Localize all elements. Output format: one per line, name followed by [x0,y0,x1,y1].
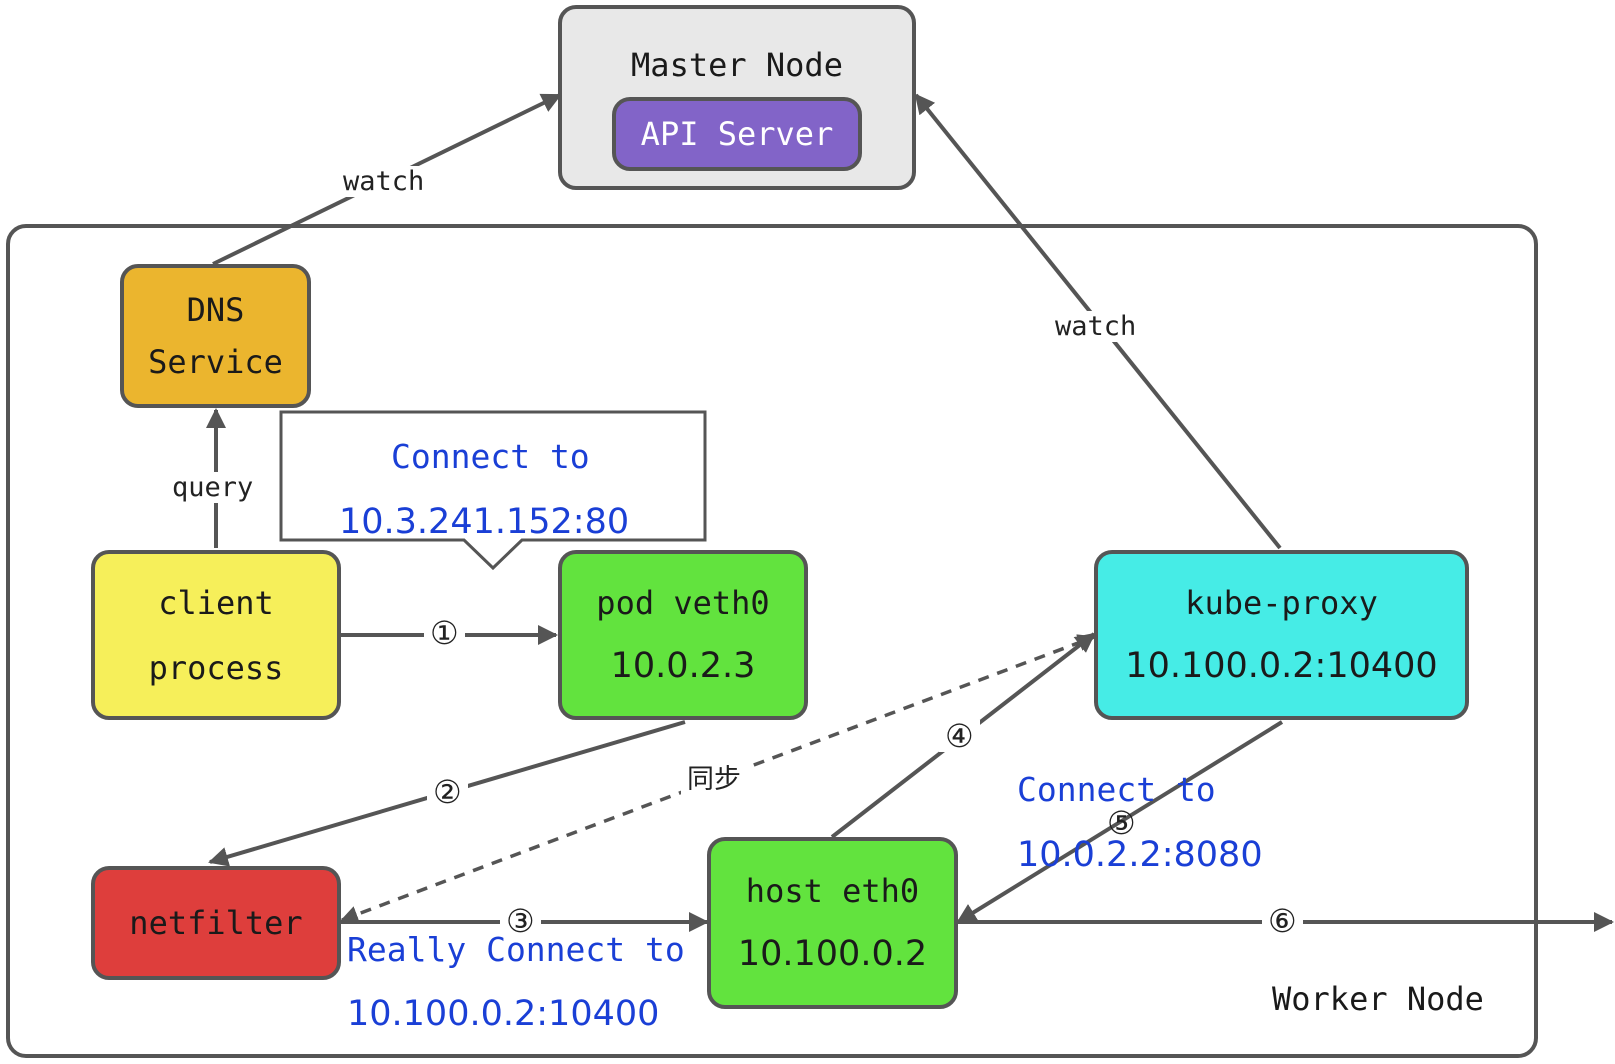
kube-proxy-node: kube-proxy 10.100.0.2:10400 [1094,550,1469,720]
step-6-marker: ⑥ [1262,905,1303,937]
really-connect-line1: Really Connect to [347,930,685,969]
kube-proxy-label: kube-proxy [1185,583,1378,622]
connect-pod-line2: 10.0.2.2:8080 [1017,835,1263,875]
dns-label: DNS [186,291,245,329]
step-5-marker: ⑤ [1107,804,1136,842]
pod-veth0-label: pod veth0 [596,583,770,622]
sync-label: 同步 [681,764,747,795]
host-eth0-node: host eth0 10.100.0.2 [707,837,958,1009]
step-2-marker: ② [427,776,468,808]
worker-node-frame [6,224,1538,1058]
pod-veth0-node: pod veth0 10.0.2.3 [558,550,808,720]
worker-node-title: Worker Node [1272,980,1484,1018]
step-4-marker: ④ [939,720,980,752]
dns-service-label: Service [148,343,283,381]
netfilter-label: netfilter [129,904,303,942]
watch-label-proxy: watch [1049,311,1143,342]
watch-label-dns: watch [337,166,431,197]
callout-bubble [279,410,707,571]
query-label: query [166,472,260,503]
master-node: Master Node API Server [558,5,916,190]
api-server-box: API Server [612,97,862,171]
client-process-node: client process [91,550,341,720]
pod-ip-label: 10.0.2.3 [610,645,756,686]
really-connect-line2: 10.100.0.2:10400 [347,994,660,1034]
step-1-marker: ① [424,617,465,649]
step-3-marker: ③ [500,905,541,937]
api-server-label: API Server [640,115,834,153]
client-label: client [158,583,274,622]
connect-vip-line2: 10.3.241.152:80 [339,502,630,542]
process-label: process [148,648,284,687]
dns-service-node: DNS Service [120,264,311,408]
netfilter-node: netfilter [91,866,341,980]
host-ip-label: 10.100.0.2 [737,933,928,974]
master-node-title: Master Node [631,46,843,84]
host-eth0-label: host eth0 [745,871,920,910]
connect-pod-line1: Connect to [1017,770,1216,809]
kube-proxy-ip-label: 10.100.0.2:10400 [1125,645,1438,686]
connect-vip-line1: Connect to [391,437,590,476]
